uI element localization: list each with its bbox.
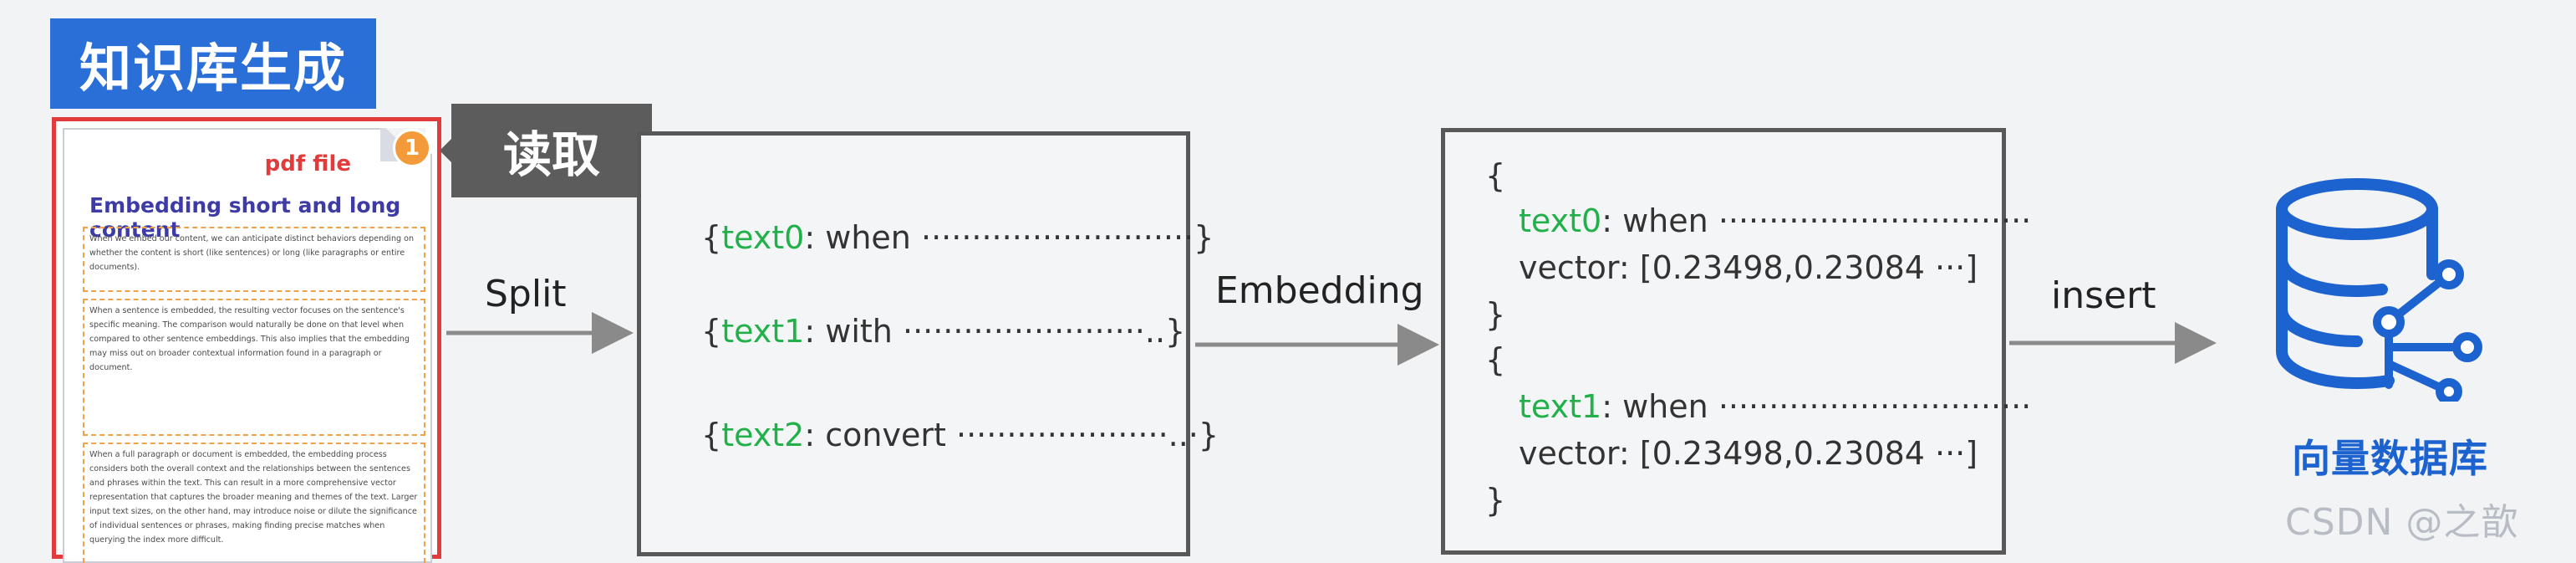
chunk-word: with — [825, 313, 893, 350]
vector-text-line: text0: when ····························… — [1519, 202, 2032, 239]
vector-text-key: text1 — [1519, 388, 1602, 425]
pdf-paragraph-chunk: When a full paragraph or document is emb… — [83, 443, 425, 563]
read-label-pointer — [440, 137, 453, 164]
database-network-icon — [2276, 178, 2482, 402]
text-chunk-line: {text2: convert ·····················..·… — [701, 417, 1219, 453]
close-brace: } — [1485, 296, 1506, 333]
vector-database-label: 向量数据库 — [2292, 436, 2488, 481]
chunk-dots: ··························· — [921, 219, 1194, 256]
chunk-key: text1 — [721, 313, 805, 350]
vector-value: [0.23498,0.23084 ···] — [1639, 435, 1978, 472]
watermark: CSDN @之歆 — [2285, 501, 2519, 544]
vector-value: [0.23498,0.23084 ···] — [1639, 249, 1978, 286]
pdf-file-label: pdf file — [264, 151, 351, 177]
open-brace: { — [1485, 157, 1506, 194]
pdf-paragraph-chunk: When a sentence is embedded, the resulti… — [83, 299, 425, 436]
text-chunks-box: {text0: when ···························… — [637, 131, 1219, 556]
vector-value-line: vector: [0.23498,0.23084 ···] — [1519, 249, 1978, 286]
text-chunk-line: {text1: with ························..} — [701, 313, 1186, 350]
insert-step-label: insert — [2051, 274, 2156, 317]
chunk-key: text2 — [721, 417, 805, 453]
pdf-page: pdf file Embedding short and long conten… — [63, 128, 432, 563]
page-title: 知识库生成 — [50, 18, 376, 109]
vector-text-dots: ······························· — [1718, 388, 2032, 425]
vector-text-dots: ······························· — [1718, 202, 2032, 239]
vector-value-line: vector: [0.23498,0.23084 ···] — [1519, 435, 1978, 472]
pdf-document-card: pdf file Embedding short and long conten… — [52, 117, 441, 563]
split-step-label: Split — [485, 273, 567, 315]
close-brace: } — [1485, 482, 1506, 519]
step-number-badge: 1 — [393, 129, 431, 167]
chunk-dots: ························.. — [902, 313, 1166, 350]
vector-key: vector — [1519, 435, 1619, 472]
read-label: 读取 — [451, 104, 652, 197]
vector-key: vector — [1519, 249, 1619, 286]
text-chunk-line: {text0: when ···························… — [701, 219, 1214, 256]
open-brace: { — [1485, 341, 1506, 378]
vector-text-word: when — [1622, 202, 1708, 239]
vector-text-line: text1: when ····························… — [1519, 388, 2032, 425]
chunk-dots: ·····················..· — [955, 417, 1199, 453]
chunk-key: text0 — [721, 219, 805, 256]
embedded-vectors-box: { text0: when ··························… — [1441, 128, 2031, 555]
chunk-word: when — [825, 219, 911, 256]
pdf-paragraph-chunk: When we embed our content, we can antici… — [83, 227, 425, 292]
vector-text-word: when — [1622, 388, 1708, 425]
chunk-word: convert — [825, 417, 946, 453]
embedding-step-label: Embedding — [1215, 269, 1424, 312]
vector-text-key: text0 — [1519, 202, 1602, 239]
pdf-heading: Embedding short and long content — [89, 193, 401, 242]
